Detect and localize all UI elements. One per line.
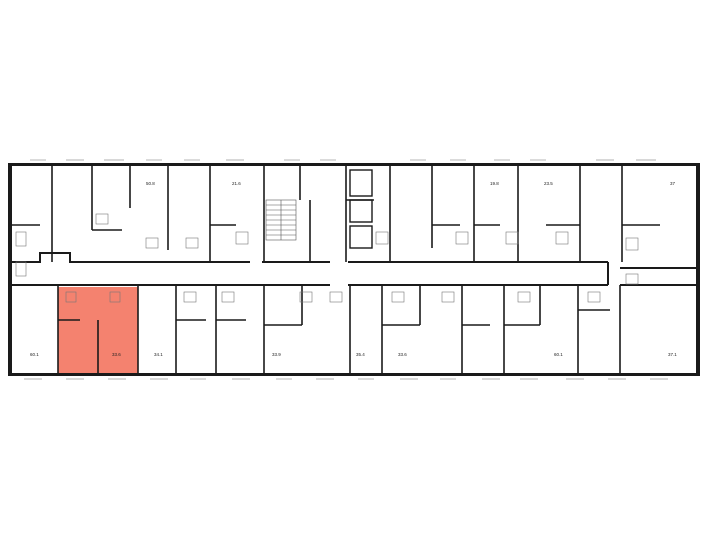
top-partitions (12, 166, 660, 262)
room-label-b5: 33.9 (272, 352, 281, 357)
room-label-b3: 34.1 (154, 352, 163, 357)
room-label-t4: 21.6 (232, 181, 241, 186)
room-label-b2: 33.6 (112, 352, 121, 357)
room-label-t9: 23.5 (544, 181, 553, 186)
room-label-b7: 35.4 (356, 352, 365, 357)
stairwell (265, 199, 297, 241)
room-label-b12: 37.1 (668, 352, 677, 357)
room-label-b1: 60.1 (30, 352, 39, 357)
room-label-t8: 19.8 (490, 181, 499, 186)
outer-walls (8, 163, 700, 376)
room-label-b10: 60.1 (554, 352, 563, 357)
room-labels: 50.8 21.6 19.8 23.5 37 60.1 33.6 34.1 33… (30, 181, 677, 357)
bathroom-fixtures (15, 213, 639, 303)
windows (24, 159, 668, 380)
room-label-b8: 33.6 (398, 352, 407, 357)
room-label-t3: 50.8 (146, 181, 155, 186)
elevators (349, 169, 373, 249)
room-label-t11: 37 (670, 181, 676, 186)
corridor-walls (12, 252, 696, 286)
bottom-partitions (57, 285, 621, 373)
